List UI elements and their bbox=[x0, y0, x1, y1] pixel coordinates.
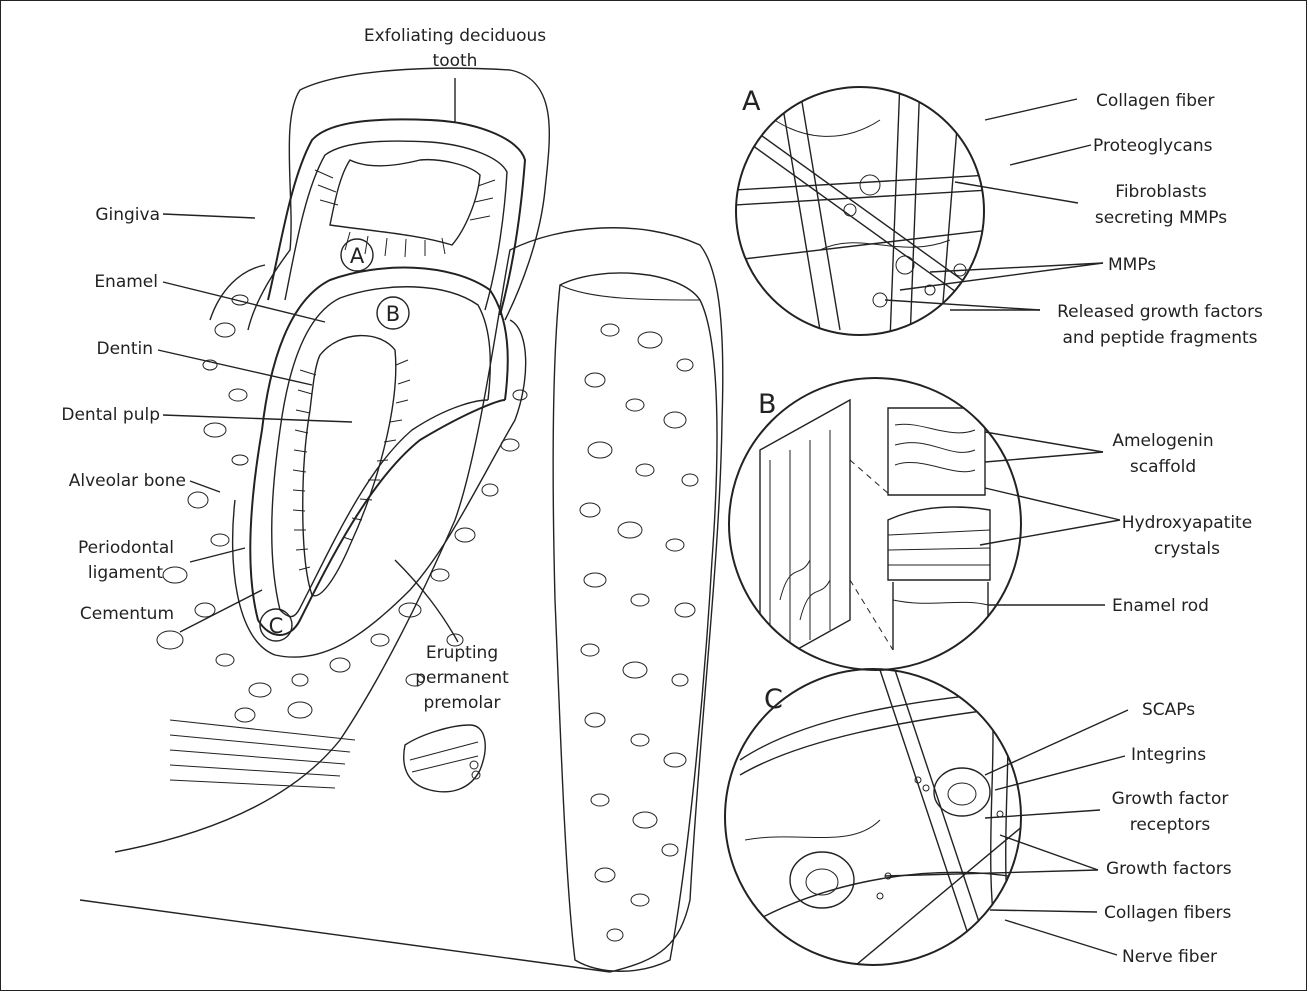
label-collagen-fiber: Collagen fiber bbox=[1096, 91, 1215, 111]
label-proteoglycans: Proteoglycans bbox=[1093, 136, 1213, 156]
label-amelogenin-line2: scaffold bbox=[1130, 457, 1196, 477]
jaw-outline bbox=[115, 228, 723, 972]
label-dental-pulp: Dental pulp bbox=[61, 405, 160, 425]
panel-b-leaders bbox=[980, 432, 1120, 605]
panel-c-tissue bbox=[740, 670, 1030, 970]
nerve-bundle bbox=[404, 725, 485, 792]
panel-b-tissue bbox=[760, 400, 990, 670]
scap-cell-1 bbox=[934, 768, 990, 816]
label-growth-factor-receptors-line2: receptors bbox=[1130, 815, 1211, 835]
label-gingiva: Gingiva bbox=[95, 205, 160, 225]
label-growth-factors: Growth factors bbox=[1106, 859, 1232, 879]
label-hydroxyapatite-line2: crystals bbox=[1154, 539, 1220, 559]
label-periodontal-line1: Periodontal bbox=[78, 538, 174, 558]
panel-b: B Amelogenin scaffold Hydroxyapatite bbox=[729, 378, 1252, 670]
label-collagen-fibers: Collagen fibers bbox=[1104, 903, 1232, 923]
label-fibroblasts-line1: Fibroblasts bbox=[1115, 182, 1207, 202]
label-amelogenin-line1: Amelogenin bbox=[1112, 431, 1213, 451]
label-exfoliating-line1: Exfoliating deciduous bbox=[364, 26, 546, 46]
label-erupting-line3: premolar bbox=[424, 693, 501, 713]
label-erupting-line1: Erupting bbox=[426, 643, 498, 663]
panel-a-circle bbox=[736, 87, 984, 335]
label-fibroblasts-line2: secreting MMPs bbox=[1095, 208, 1227, 228]
marker-b-text: B bbox=[386, 302, 400, 326]
mandible-base-line bbox=[80, 900, 610, 972]
label-exfoliating-line2: tooth bbox=[433, 51, 478, 71]
label-scaps: SCAPs bbox=[1142, 700, 1195, 720]
panel-b-letter: B bbox=[758, 389, 777, 420]
marker-a: A bbox=[341, 239, 373, 271]
label-hydroxyapatite-line1: Hydroxyapatite bbox=[1122, 513, 1252, 533]
panel-a-letter: A bbox=[742, 86, 761, 117]
panel-c-letter: C bbox=[764, 684, 783, 715]
marker-c-text: C bbox=[269, 614, 284, 638]
panel-c: C SCAPs Integ bbox=[725, 669, 1232, 970]
label-dentin: Dentin bbox=[97, 339, 154, 359]
marker-c: C bbox=[260, 609, 292, 641]
label-nerve-fiber: Nerve fiber bbox=[1122, 947, 1217, 967]
main-illustration: A B C Exfoliating deciduous tooth Gingiv… bbox=[61, 26, 722, 972]
bone-block-trabeculae bbox=[580, 324, 698, 941]
premolar-pulp bbox=[303, 336, 396, 596]
deciduous-pulp bbox=[330, 160, 480, 245]
label-periodontal-line2: ligament bbox=[88, 563, 163, 583]
gingiva-outline bbox=[248, 68, 549, 330]
panel-a: A Collagen fiber Proteoglycans Fibroblas… bbox=[735, 80, 1263, 348]
label-mmps: MMPs bbox=[1108, 255, 1156, 275]
label-released-line1: Released growth factors bbox=[1057, 302, 1263, 322]
panel-b-circle bbox=[729, 378, 1021, 670]
label-enamel-rod: Enamel rod bbox=[1112, 596, 1209, 616]
premolar-root bbox=[250, 400, 505, 635]
label-cementum: Cementum bbox=[80, 604, 174, 624]
main-leader-lines bbox=[158, 78, 458, 642]
marker-b: B bbox=[377, 297, 409, 329]
label-alveolar-bone: Alveolar bone bbox=[69, 471, 186, 491]
label-growth-factor-receptors-line1: Growth factor bbox=[1112, 789, 1229, 809]
label-released-line2: and peptide fragments bbox=[1063, 328, 1258, 348]
scap-cell-2 bbox=[790, 852, 854, 908]
marker-a-text: A bbox=[350, 244, 365, 268]
label-integrins: Integrins bbox=[1131, 745, 1206, 765]
label-enamel: Enamel bbox=[94, 272, 158, 292]
label-erupting-line2: permanent bbox=[415, 668, 509, 688]
